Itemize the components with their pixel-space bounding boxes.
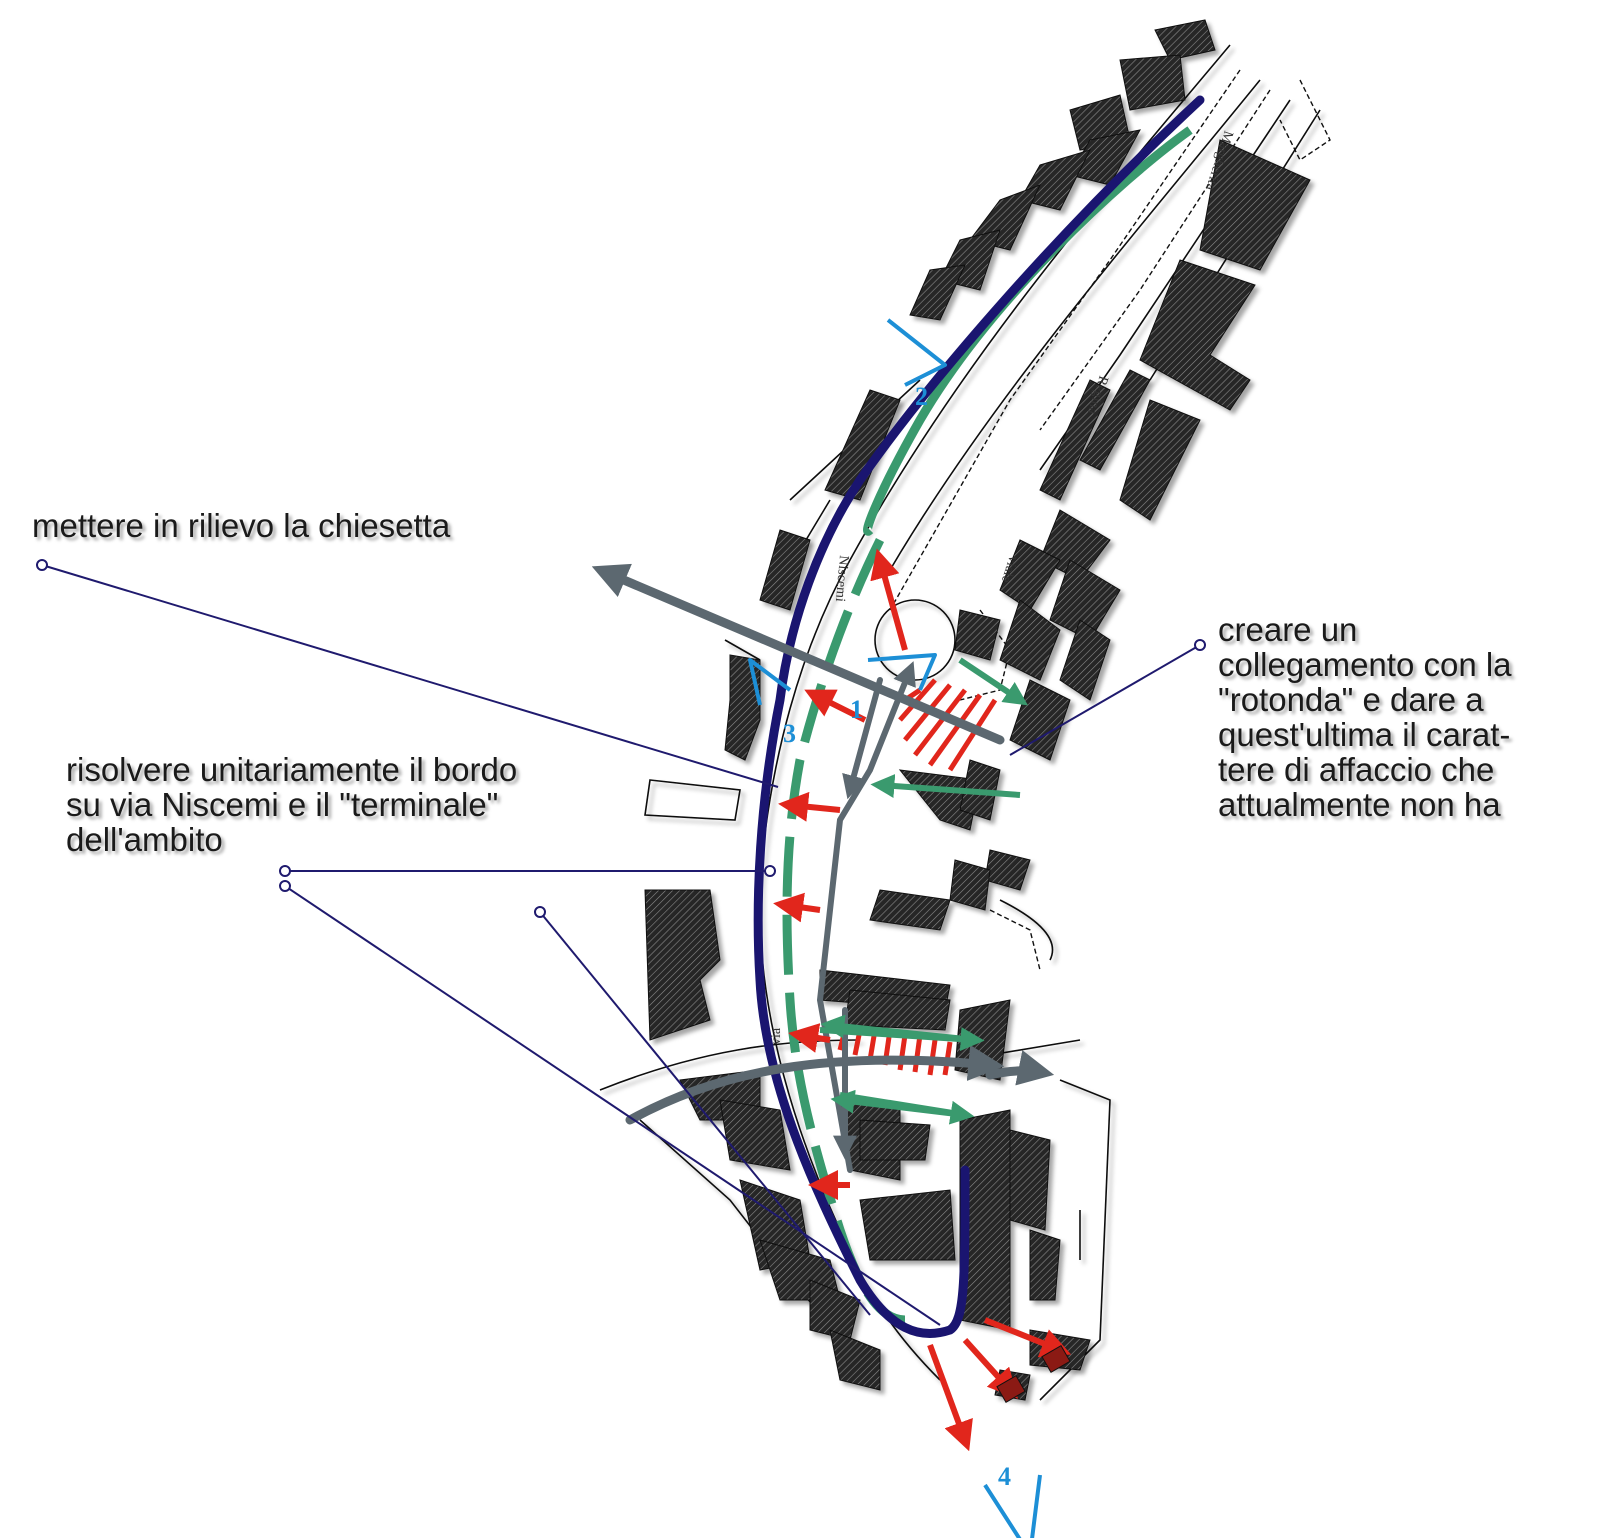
viewpoint-4: 4 [998,1462,1011,1491]
red-arrows [773,548,1072,1452]
annotation-rotonda-line-3: "rotonda" e dare a [1218,681,1484,718]
annotation-bordo: risolvere unitariamente il bordo su via … [66,752,517,857]
viewpoint-2: 2 [915,382,928,411]
leader-dots [36,559,1206,918]
annotation-bordo-line-1: risolvere unitariamente il bordo [66,751,518,788]
viewpoint-1: 1 [850,695,863,724]
annotation-rotonda-line-1: creare un [1218,611,1358,648]
annotation-bordo-line-3: dell'ambito [66,821,223,858]
annotation-chiesetta: mettere in rilievo la chiesetta [32,508,450,543]
annotation-bordo-line-2: su via Niscemi e il "terminale" [66,786,499,823]
gray-flow-arrows [591,563,1055,1173]
viewpoint-cones [748,318,1042,1538]
annotation-rotonda-line-5: tere di affaccio che [1218,751,1495,788]
annotation-rotonda-line-6: attualmente non ha [1218,786,1501,823]
annotation-rotonda-line-4: quest'ultima il carat- [1218,716,1511,753]
leader-lines [41,564,1201,1326]
annotation-rotonda-line-2: collegamento con la [1218,646,1512,683]
label-via: via [769,1027,784,1045]
annotation-rotonda: creare un collegamento con la "rotonda" … [1218,612,1512,822]
green-arrows [819,657,1028,1125]
label-niscemi: Niscemi [832,555,851,603]
annotation-chiesetta-text: mettere in rilievo la chiesetta [32,507,451,544]
chiesetta-markers [996,1345,1071,1403]
viewpoint-3: 3 [783,719,796,748]
route-via-niscemi [753,95,1205,1338]
